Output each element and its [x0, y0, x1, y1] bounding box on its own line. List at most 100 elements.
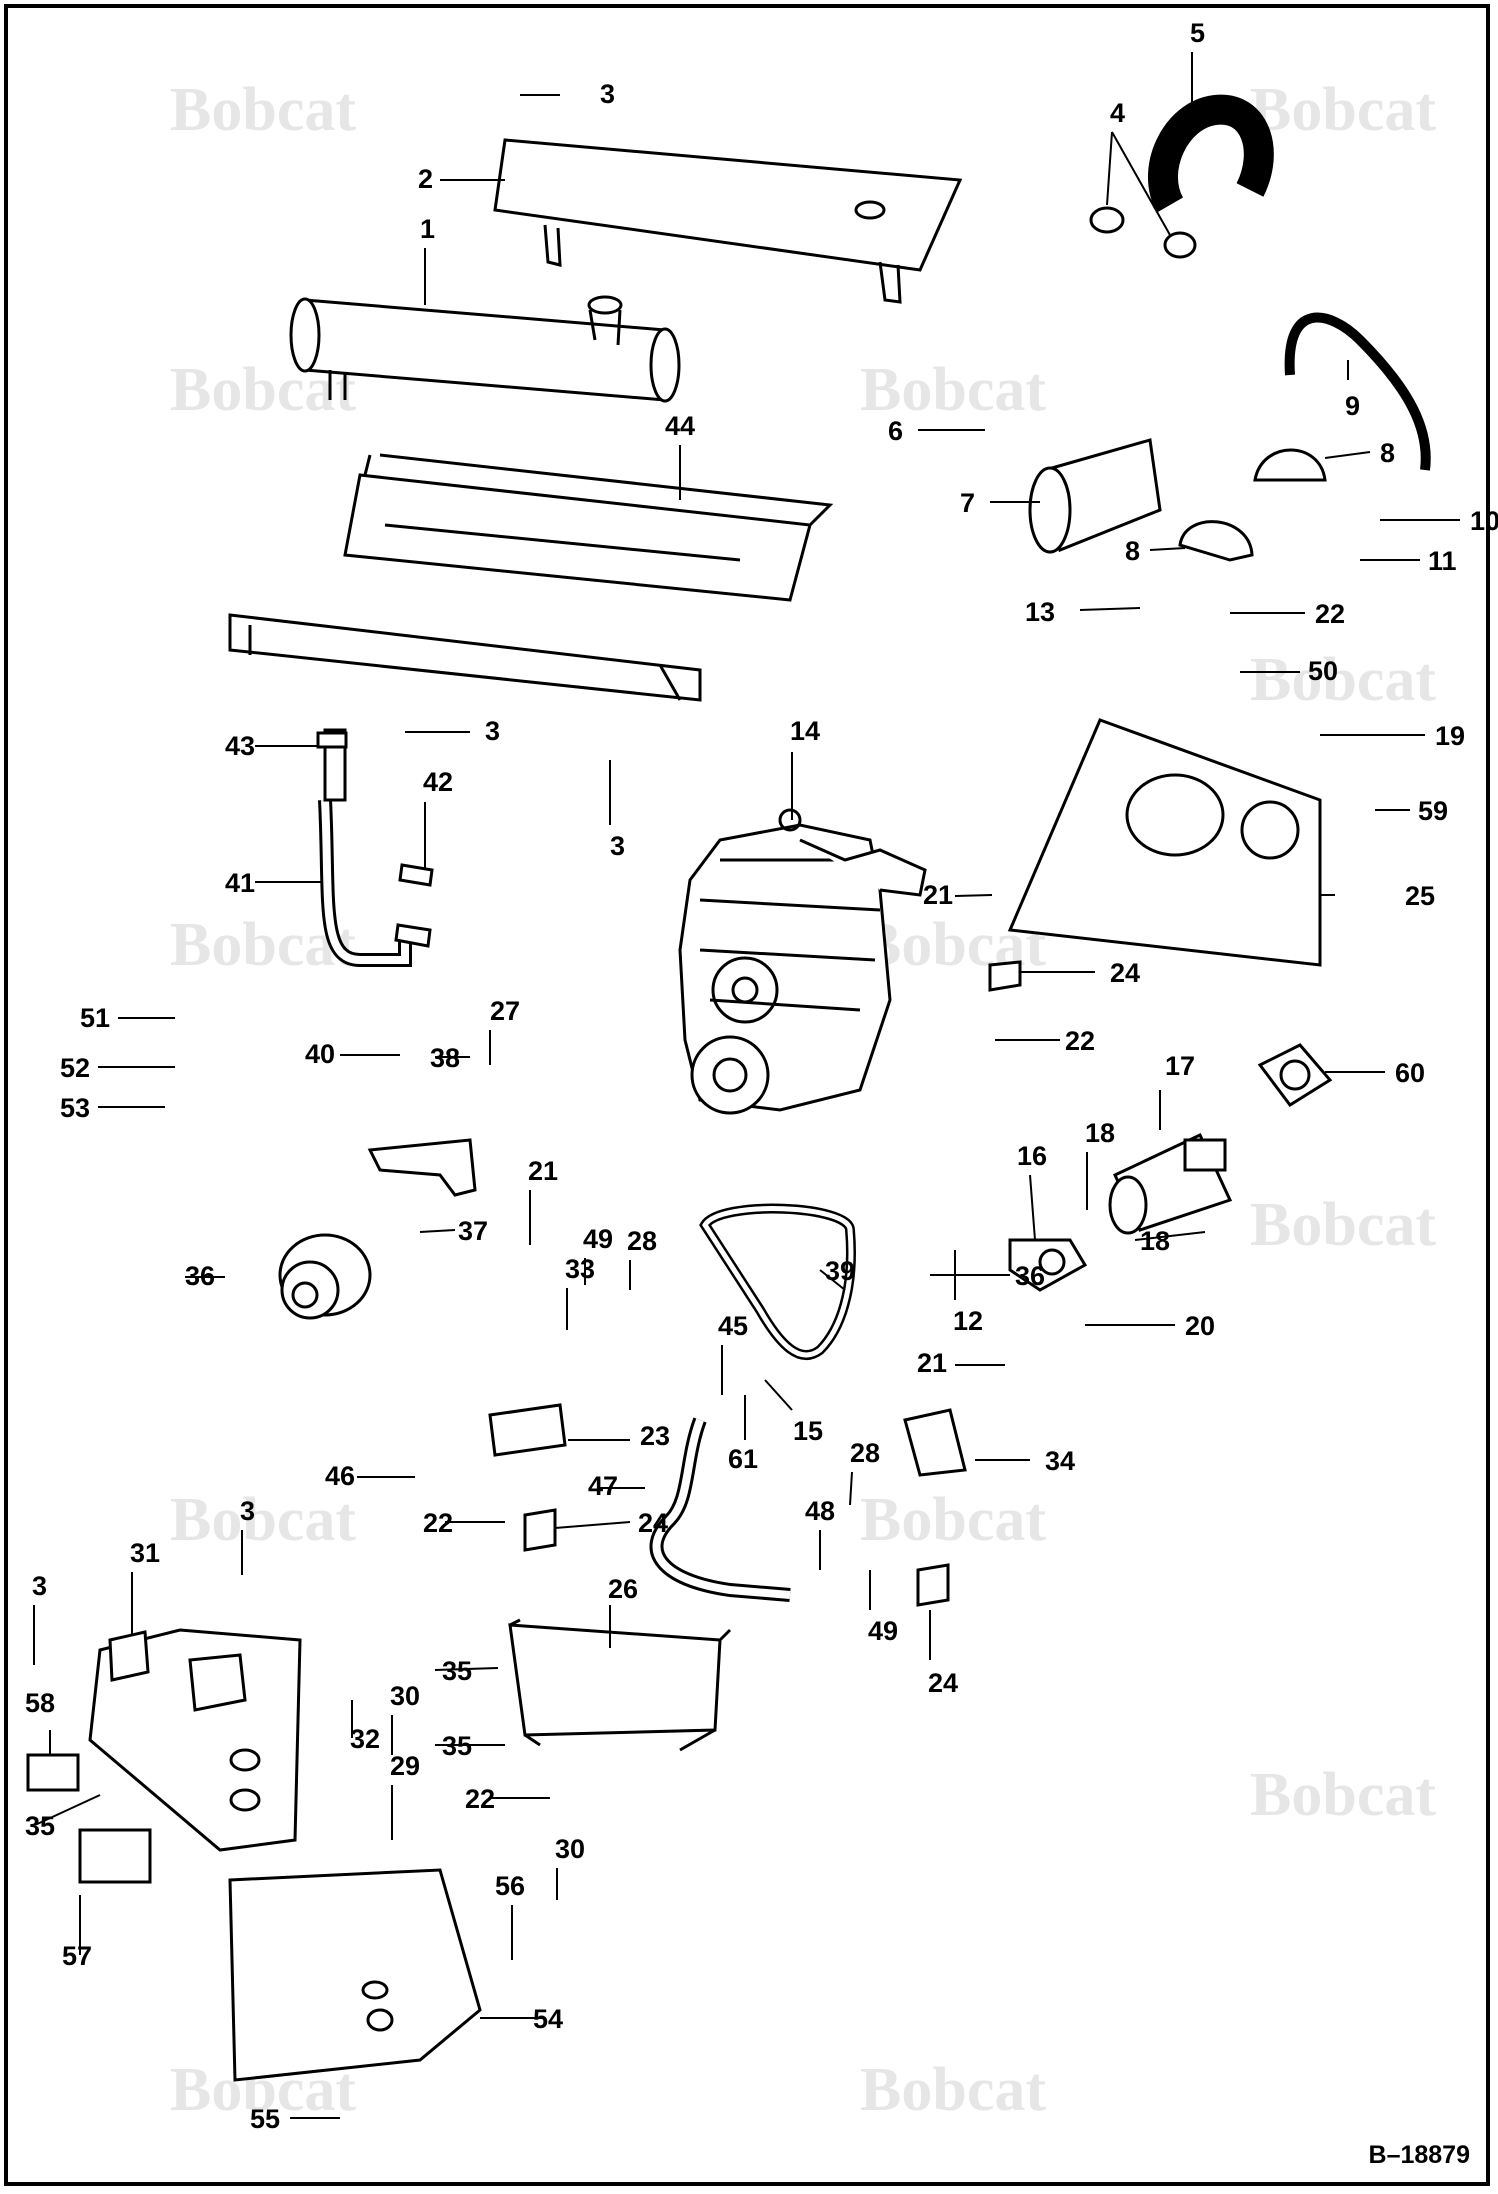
alternator — [278, 1233, 372, 1320]
callout-53: 53 — [60, 1093, 90, 1123]
engine-mount-upper — [988, 960, 1022, 992]
callout-25: 25 — [1405, 881, 1435, 911]
callout-13: 13 — [1025, 597, 1055, 627]
flywheel-housing-plate — [1007, 718, 1322, 967]
callout-5: 5 — [1190, 18, 1205, 48]
watermark-5: Bobcat — [1250, 646, 1436, 714]
callout-59: 59 — [1418, 796, 1448, 826]
leader-35-51 — [34, 1794, 101, 1826]
callout-layer: 1233333456788910111213141516171818192021… — [25, 18, 1498, 2134]
callout-22: 22 — [1315, 599, 1345, 629]
decal-58 — [26, 1753, 80, 1792]
callout-4: 4 — [1110, 98, 1125, 128]
alternator-bracket — [367, 1138, 477, 1197]
watermark-9: Bobcat — [170, 1486, 356, 1554]
watermark-2: Bobcat — [1250, 76, 1436, 144]
callout-35: 35 — [442, 1656, 472, 1686]
muffler — [303, 298, 667, 402]
callout-44: 44 — [665, 411, 695, 441]
callout-24: 24 — [1110, 958, 1140, 988]
callout-34: 34 — [1045, 1446, 1075, 1476]
engine-mount-right — [916, 1563, 950, 1607]
watermark-13: Bobcat — [860, 2056, 1046, 2124]
callout-14: 14 — [790, 716, 820, 746]
callout-30: 30 — [390, 1681, 420, 1711]
callout-37: 37 — [458, 1216, 488, 1246]
callout-48: 48 — [805, 1496, 835, 1526]
exhaust-pipe — [318, 799, 412, 967]
callout-57: 57 — [62, 1941, 92, 1971]
callout-42: 42 — [423, 767, 453, 797]
callout-7: 7 — [960, 488, 975, 518]
callout-21: 21 — [917, 1348, 947, 1378]
callout-8: 8 — [1380, 438, 1395, 468]
callout-21: 21 — [923, 880, 953, 910]
leader-35-49 — [434, 1667, 499, 1671]
watermark-4: Bobcat — [860, 356, 1046, 424]
muffler-frame — [343, 473, 812, 602]
callout-43: 43 — [225, 731, 255, 761]
callout-22: 22 — [423, 1508, 453, 1538]
callout-18: 18 — [1085, 1118, 1115, 1148]
callout-12: 12 — [953, 1306, 983, 1336]
callout-30: 30 — [555, 1834, 585, 1864]
callout-11: 11 — [1428, 546, 1457, 576]
leader-8-11 — [1324, 451, 1371, 459]
callout-23: 23 — [640, 1421, 670, 1451]
leader-21-26 — [954, 894, 993, 897]
callout-49: 49 — [868, 1616, 898, 1646]
callout-36: 36 — [1015, 1261, 1045, 1291]
callout-31: 31 — [130, 1538, 160, 1568]
callout-58: 58 — [25, 1688, 55, 1718]
callout-49: 49 — [583, 1224, 613, 1254]
callout-22: 22 — [465, 1784, 495, 1814]
leader-16-20 — [1029, 1174, 1036, 1241]
callout-28: 28 — [850, 1438, 880, 1468]
callout-47: 47 — [588, 1471, 618, 1501]
callout-39: 39 — [825, 1256, 855, 1286]
callout-60: 60 — [1395, 1058, 1425, 1088]
callout-26: 26 — [608, 1574, 638, 1604]
callout-29: 29 — [390, 1751, 420, 1781]
callout-50: 50 — [1308, 656, 1338, 686]
callout-45: 45 — [718, 1311, 748, 1341]
filter-clamp-upper — [1253, 448, 1327, 482]
callout-19: 19 — [1435, 721, 1465, 751]
callout-3: 3 — [600, 79, 615, 109]
callout-54: 54 — [533, 2004, 563, 2034]
callout-1: 1 — [420, 214, 435, 244]
mount-bracket-right — [903, 1408, 967, 1477]
alternator-adjust-bracket — [488, 1403, 567, 1457]
leader-15-19 — [764, 1379, 793, 1411]
leader-24-35 — [554, 1521, 631, 1529]
callout-21: 21 — [528, 1156, 558, 1186]
callout-32: 32 — [350, 1724, 380, 1754]
callout-51: 51 — [80, 1003, 110, 1033]
callout-24: 24 — [638, 1508, 668, 1538]
callout-3: 3 — [32, 1571, 47, 1601]
leader-lines-layer — [33, 52, 1460, 2119]
callout-36: 36 — [185, 1261, 215, 1291]
leader-8-12 — [1149, 547, 1186, 551]
fuel-line — [1284, 312, 1431, 471]
callout-24: 24 — [928, 1668, 958, 1698]
callout-6: 6 — [888, 416, 903, 446]
leader-39-56 — [819, 1269, 846, 1291]
callout-33: 33 — [565, 1254, 595, 1284]
callout-28: 28 — [627, 1226, 657, 1256]
decal-57 — [78, 1828, 152, 1884]
callout-3: 3 — [485, 716, 500, 746]
callout-20: 20 — [1185, 1311, 1215, 1341]
callout-17: 17 — [1165, 1051, 1195, 1081]
callout-40: 40 — [305, 1039, 335, 1069]
callout-16: 16 — [1017, 1141, 1047, 1171]
watermark-10: Bobcat — [860, 1486, 1046, 1554]
callout-56: 56 — [495, 1871, 525, 1901]
radiator-hose — [1147, 94, 1274, 213]
callout-3: 3 — [610, 831, 625, 861]
top-cover-plate — [493, 138, 963, 272]
callout-46: 46 — [325, 1461, 355, 1491]
lower-shield — [228, 1868, 482, 2082]
leader-18-23 — [1134, 1231, 1206, 1241]
